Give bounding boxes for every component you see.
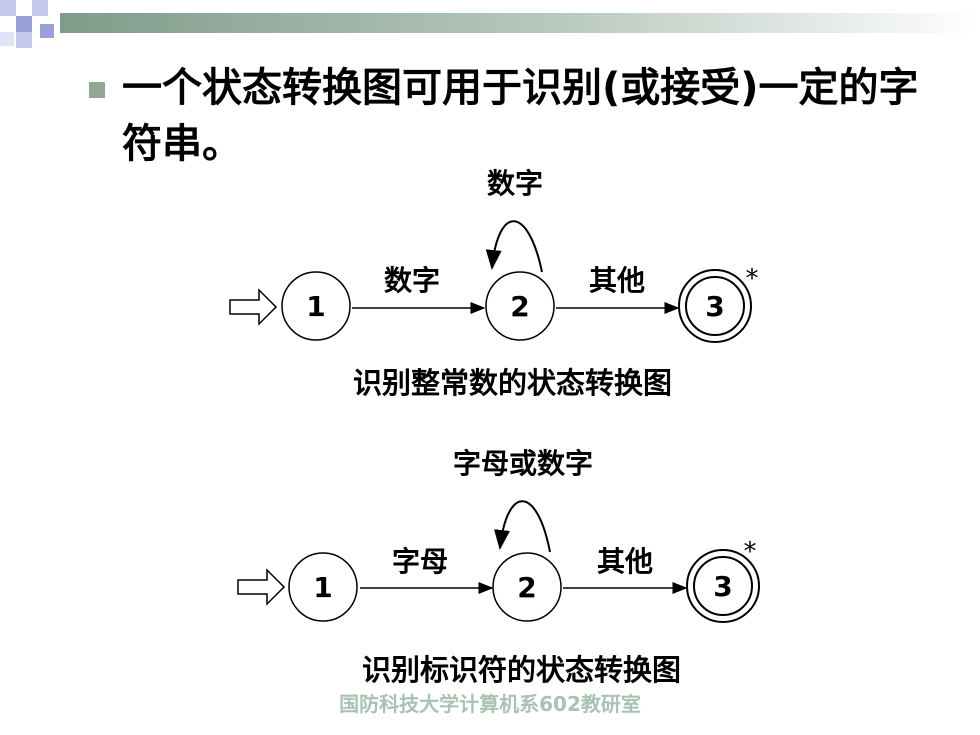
state-2 [492,552,562,622]
loop-label: 字母或数字 [453,447,593,480]
state-2 [485,271,555,341]
start-arrow [229,288,278,326]
state-3-inner [693,556,753,616]
final-star-mark: * [746,264,759,294]
edge-label-2-3: 其他 [589,264,645,297]
bullet-text: 一个状态转换图可用于识别(或接受)一定的字符串。 [122,65,919,167]
diagram-2-caption: 识别标识符的状态转换图 [362,653,682,687]
edge-label-1-2: 字母 [392,545,448,578]
state-3-inner [685,276,745,336]
final-star-mark: * [744,537,757,567]
start-arrow [237,568,286,606]
state-1 [281,271,351,341]
diagram-1-caption: 识别整常数的状态转换图 [353,366,673,400]
state-3-label: 3 [713,570,732,603]
integer-constant-diagram: 数字 数字 其他 1 2 3 * [229,167,759,343]
footer-text: 国防科技大学计算机系602教研室 [339,692,641,716]
state-2-label: 2 [510,290,529,323]
state-1 [288,552,358,622]
state-3-label: 3 [705,290,724,323]
self-loop-arrow [485,220,543,273]
edge-label-2-3: 其他 [597,545,653,578]
edge-label-1-2: 数字 [384,264,440,297]
state-1-label: 1 [306,290,325,323]
identifier-diagram: 字母或数字 字母 其他 1 2 3 * [237,447,760,623]
header-decoration [0,0,980,48]
loop-label: 数字 [487,167,543,200]
self-loop-arrow [494,500,551,553]
state-2-label: 2 [517,571,536,604]
bullet-marker [89,82,105,98]
state-1-label: 1 [313,571,332,604]
